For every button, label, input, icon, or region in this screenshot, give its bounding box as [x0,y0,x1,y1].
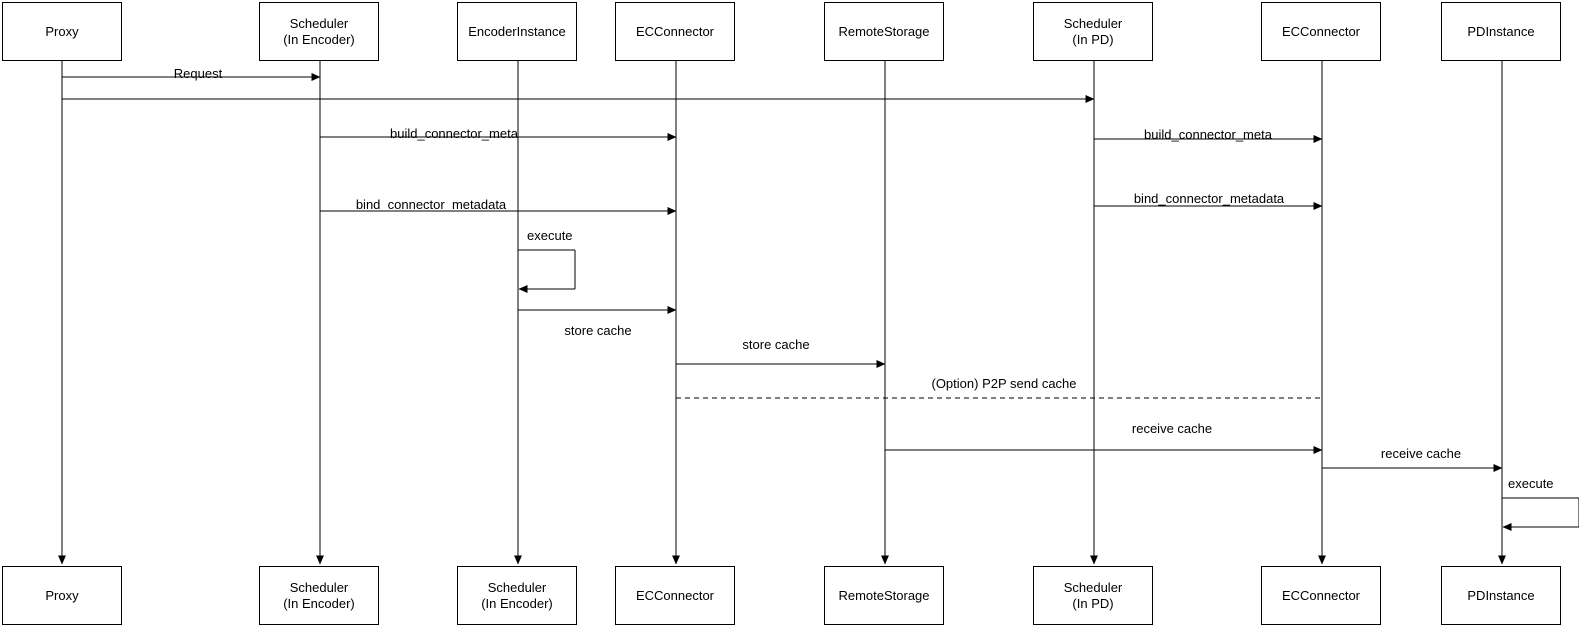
participant-box-top-remote_storage[interactable]: RemoteStorage [824,2,944,61]
participant-box-bottom-scheduler_enc[interactable]: Scheduler (In Encoder) [259,566,379,625]
message-label-m8: store cache [742,337,810,352]
participant-box-bottom-scheduler_pd[interactable]: Scheduler (In PD) [1033,566,1153,625]
message-label-m4: build_connector_meta [1144,127,1272,142]
participant-box-top-ec_connector_r[interactable]: ECConnector [1261,2,1381,61]
participant-box-bottom-ec_connector_r[interactable]: ECConnector [1261,566,1381,625]
message-label-m11: receive cache [1380,446,1462,461]
message-label-m7: store cache [564,323,632,338]
participant-box-top-encoder_inst[interactable]: EncoderInstance [457,2,577,61]
participant-box-bottom-encoder_inst[interactable]: Scheduler (In Encoder) [457,566,577,625]
message-label-m10: receive cache [1131,421,1213,436]
messages-group [62,73,1503,472]
participant-box-top-pd_instance[interactable]: PDInstance [1441,2,1561,61]
participant-box-top-scheduler_pd[interactable]: Scheduler (In PD) [1033,2,1153,61]
self-message-label-s2: execute [1508,476,1554,491]
self-messages-group [518,249,1579,531]
participant-box-top-scheduler_enc[interactable]: Scheduler (In Encoder) [259,2,379,61]
message-label-m9: (Option) P2P send cache [931,376,1077,391]
participant-box-bottom-remote_storage[interactable]: RemoteStorage [824,566,944,625]
message-label-m1: Request [173,66,223,81]
message-label-m3: build_connector_meta [390,126,518,141]
message-label-m5: bind_connector_metadata [355,197,507,212]
lifelines-group [58,61,1506,565]
participant-box-bottom-pd_instance[interactable]: PDInstance [1441,566,1561,625]
participant-box-top-proxy[interactable]: Proxy [2,2,122,61]
participant-box-top-ec_connector_l[interactable]: ECConnector [615,2,735,61]
message-label-m6: bind_connector_metadata [1133,191,1285,206]
participant-box-bottom-proxy[interactable]: Proxy [2,566,122,625]
participant-box-bottom-ec_connector_l[interactable]: ECConnector [615,566,735,625]
self-message-label-s1: execute [527,228,573,243]
